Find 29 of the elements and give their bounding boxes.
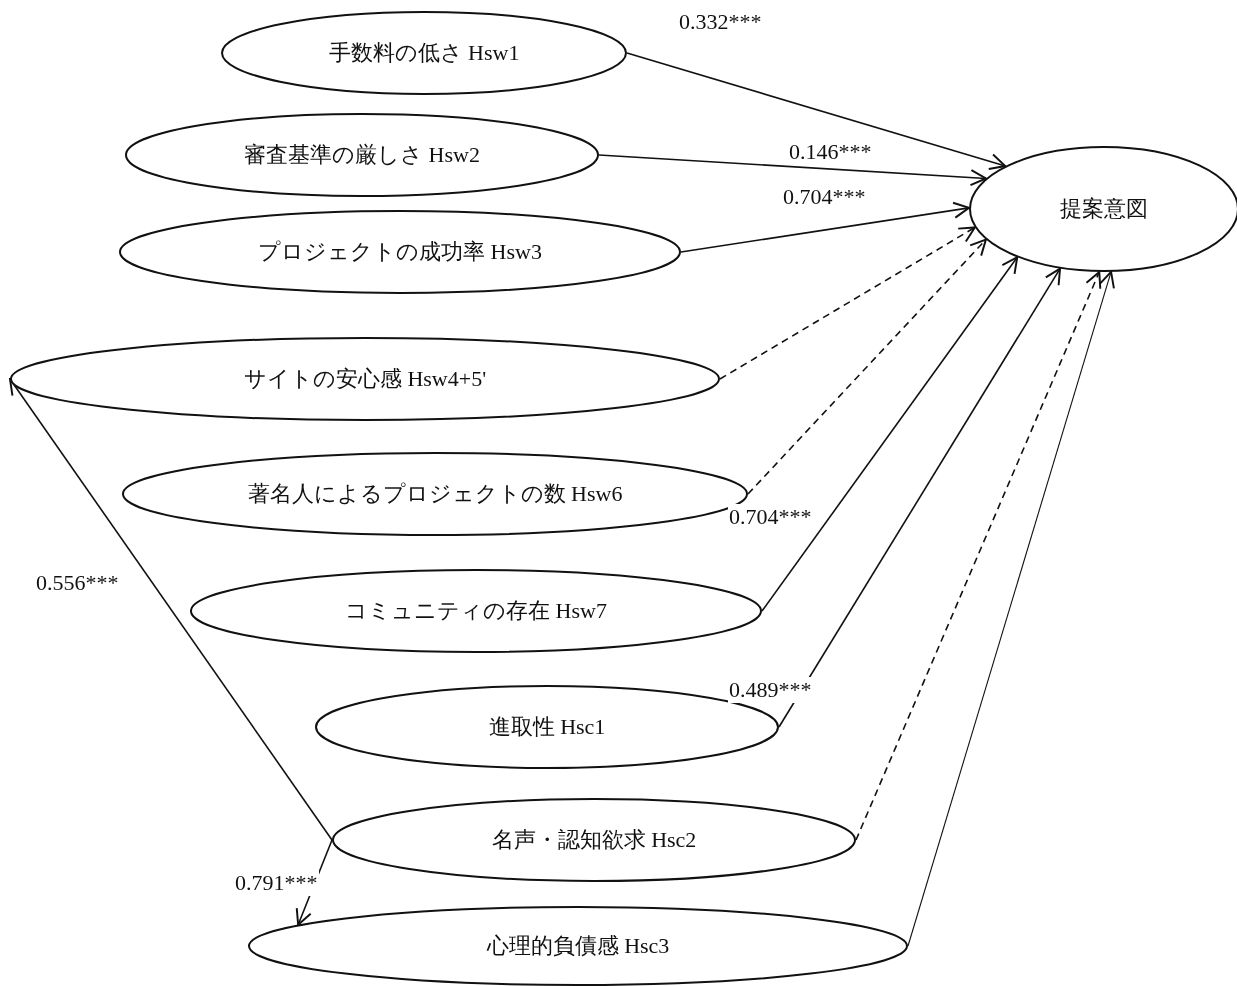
construct-ellipse bbox=[119, 210, 681, 294]
construct-label: サイトの安心感 Hsw4+5' bbox=[243, 365, 487, 393]
construct-label: 審査基準の厳しさ Hsw2 bbox=[244, 141, 480, 169]
arrow bbox=[747, 238, 987, 495]
construct-ellipse bbox=[248, 906, 908, 986]
arrow bbox=[680, 201, 970, 253]
construct-label: コミュニティの存在 Hsw7 bbox=[345, 597, 607, 625]
edge-label: 0.791*** bbox=[234, 870, 319, 896]
edge-label: 0.489*** bbox=[728, 677, 813, 703]
construct-label: 提案意図 bbox=[1060, 195, 1148, 223]
construct-label: 名声・認知欲求 Hsc2 bbox=[491, 826, 697, 854]
construct-label: 進取性 Hsc1 bbox=[488, 713, 606, 741]
arrow bbox=[855, 271, 1102, 841]
construct-label: プロジェクトの成功率 Hsw3 bbox=[258, 238, 542, 266]
arrow bbox=[598, 154, 987, 186]
arrow bbox=[761, 256, 1019, 612]
arrow bbox=[719, 226, 976, 380]
construct-ellipse bbox=[10, 337, 720, 421]
construct-ellipse bbox=[221, 11, 627, 95]
arrow bbox=[9, 378, 333, 841]
construct-ellipse bbox=[332, 798, 856, 882]
construct-label: 手数料の低さ Hsw1 bbox=[328, 39, 520, 67]
arrow bbox=[778, 267, 1061, 728]
construct-label: 心理的負債感 Hsc3 bbox=[486, 932, 670, 960]
construct-ellipse bbox=[190, 569, 762, 653]
arrow bbox=[626, 52, 1007, 170]
arrow bbox=[907, 270, 1115, 947]
construct-ellipse bbox=[125, 113, 599, 197]
construct-label: 著名人によるプロジェクトの数 Hsw6 bbox=[247, 480, 623, 508]
